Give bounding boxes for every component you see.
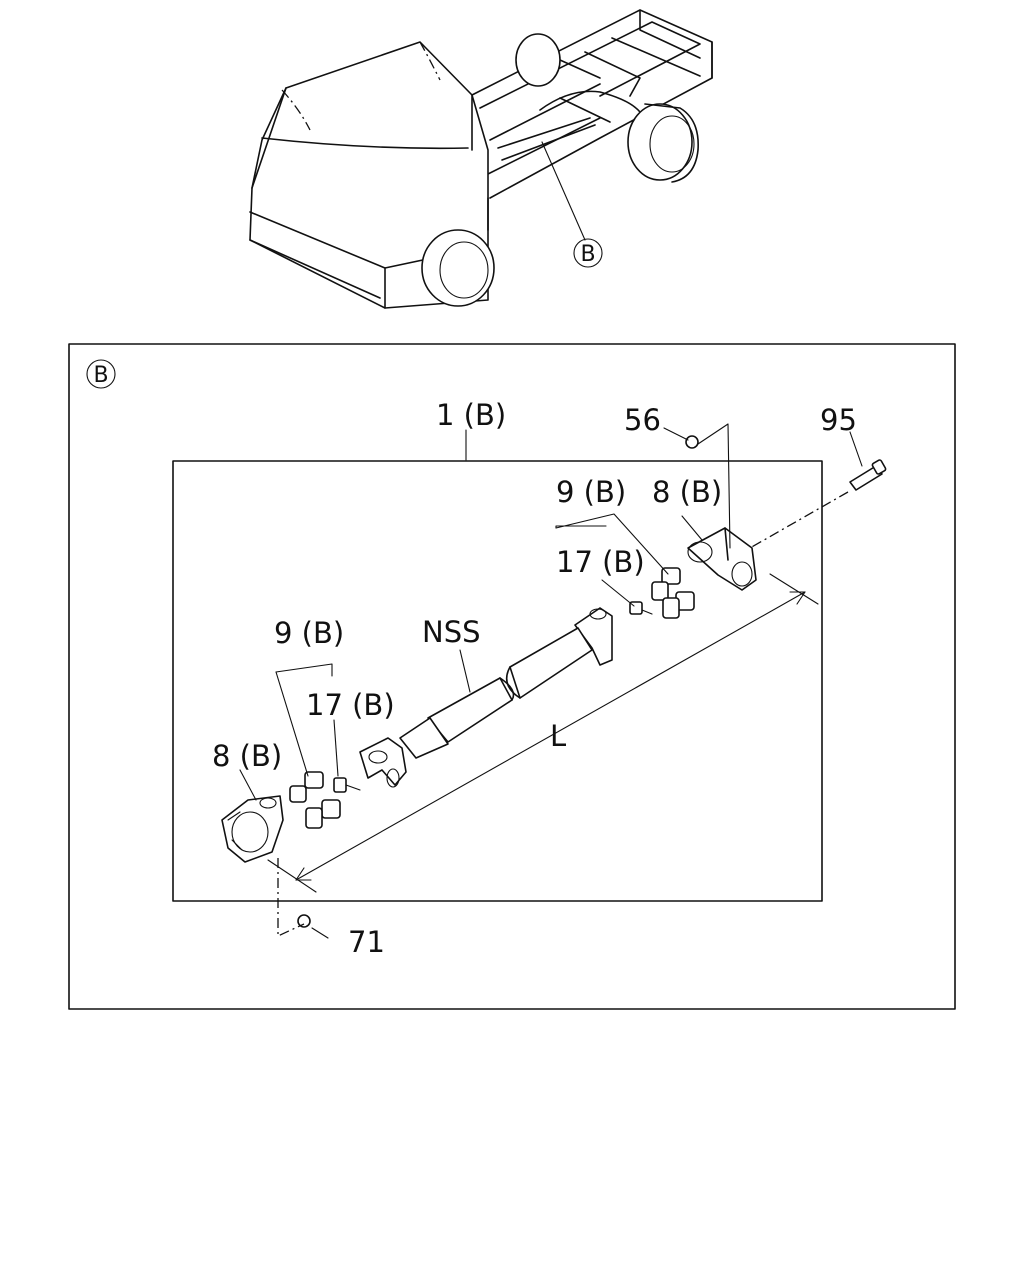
label-assembly-1b: 1 (B) (436, 398, 506, 432)
label-nipple-17-right: 17 (B) (556, 545, 645, 579)
dimension-l (267, 573, 819, 893)
propeller-shaft (359, 607, 613, 788)
truck-illustration: B (249, 9, 713, 309)
label-nipple-17-left: 17 (B) (306, 688, 395, 722)
leader-lines (239, 427, 863, 939)
callout-b-top: B (580, 242, 595, 267)
label-nut-71: 71 (348, 925, 385, 959)
nut-56 (685, 423, 731, 549)
left-flange (221, 795, 284, 863)
section-marker-b: B (93, 363, 108, 388)
detail-frame (68, 343, 956, 1010)
bolt-95 (749, 459, 887, 549)
assembly-box (172, 460, 823, 902)
label-bolt-95: 95 (820, 403, 857, 437)
label-length-l: L (550, 719, 566, 753)
right-flange (687, 527, 757, 591)
label-flange-8-right: 8 (B) (652, 475, 722, 509)
left-cross (289, 771, 361, 829)
label-cross-9-right: 9 (B) (556, 475, 626, 509)
label-cross-9-left: 9 (B) (274, 616, 344, 650)
label-nut-56: 56 (624, 403, 661, 437)
nut-71 (277, 858, 311, 938)
label-flange-8-left: 8 (B) (212, 739, 282, 773)
label-nss: NSS (422, 615, 481, 649)
